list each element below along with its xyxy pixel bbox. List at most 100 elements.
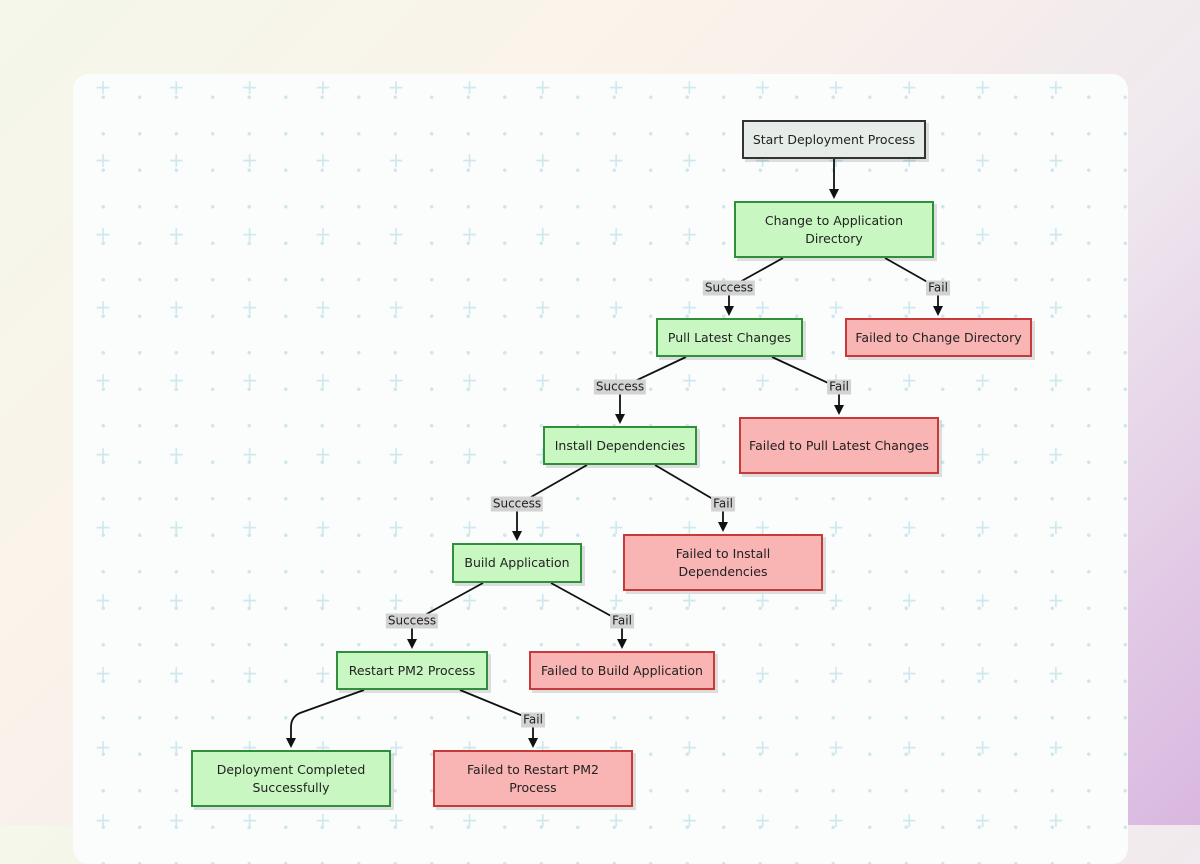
plus-pattern-mark: +: [461, 368, 478, 393]
plus-pattern-mark: +: [681, 514, 698, 539]
edges-layer: [286, 159, 943, 748]
plus-pattern-mark: +: [754, 661, 772, 686]
plus-pattern-mark: +: [461, 148, 478, 173]
plus-pattern-mark: +: [974, 368, 991, 393]
plus-pattern-mark: +: [94, 588, 112, 613]
plus-pattern-mark: +: [94, 661, 112, 686]
plus-pattern-mark: +: [900, 661, 918, 686]
plus-pattern-mark: +: [167, 734, 185, 759]
plus-pattern-mark: +: [534, 368, 552, 393]
plus-pattern-mark: +: [241, 588, 258, 613]
plus-pattern-mark: +: [241, 75, 258, 99]
plus-pattern-mark: +: [387, 734, 405, 759]
plus-pattern-mark: +: [94, 441, 112, 466]
plus-pattern-mark: +: [387, 294, 405, 319]
plus-pattern-mark: +: [534, 221, 552, 246]
node-failed-pull-changes: Failed to Pull Latest Changes: [739, 417, 939, 474]
plus-pattern-mark: +: [167, 588, 185, 613]
edge-label-success: Success: [385, 613, 439, 629]
plus-pattern-mark: +: [241, 661, 258, 686]
edge-restart-success: [286, 689, 365, 748]
plus-pattern-mark: +: [1047, 514, 1065, 539]
plus-pattern-mark: +: [94, 294, 112, 319]
plus-pattern-mark: +: [241, 148, 258, 173]
plus-pattern-mark: +: [607, 75, 625, 99]
plus-pattern-mark: +: [974, 661, 991, 686]
plus-pattern-mark: +: [167, 148, 185, 173]
plus-pattern-mark: +: [607, 221, 625, 246]
plus-pattern-mark: +: [387, 75, 405, 99]
plus-pattern-mark: +: [900, 734, 918, 759]
node-restart-pm2: Restart PM2 Process: [336, 651, 488, 690]
plus-pattern-mark: +: [900, 368, 918, 393]
node-failed-build-application: Failed to Build Application: [529, 651, 715, 690]
plus-pattern-mark: +: [314, 588, 332, 613]
plus-pattern-mark: +: [900, 294, 918, 319]
plus-pattern-mark: +: [387, 221, 405, 246]
node-build-application: Build Application: [452, 543, 582, 583]
plus-pattern-mark: +: [754, 734, 772, 759]
plus-pattern-mark: +: [1047, 441, 1065, 466]
plus-pattern-mark: +: [754, 75, 772, 99]
edge-label-fail: Fail: [926, 280, 950, 296]
plus-pattern-mark: +: [534, 588, 552, 613]
plus-pattern-mark: +: [754, 294, 772, 319]
plus-pattern-mark: +: [167, 75, 185, 99]
edge-label-fail: Fail: [711, 496, 735, 512]
plus-pattern-mark: +: [387, 148, 405, 173]
plus-pattern-mark: +: [681, 588, 698, 613]
plus-pattern-mark: +: [387, 588, 405, 613]
plus-pattern-mark: +: [974, 221, 991, 246]
plus-pattern-mark: +: [900, 588, 918, 613]
plus-pattern-mark: +: [681, 368, 698, 393]
plus-pattern-mark: +: [1047, 148, 1065, 173]
plus-pattern-mark: +: [167, 514, 185, 539]
plus-pattern-mark: +: [754, 368, 772, 393]
plus-pattern-mark: +: [754, 588, 772, 613]
plus-pattern-mark: +: [974, 294, 991, 319]
plus-pattern-mark: +: [241, 441, 258, 466]
plus-pattern-mark: +: [314, 441, 332, 466]
plus-pattern-mark: +: [607, 514, 625, 539]
edge-label-fail: Fail: [827, 379, 851, 395]
plus-pattern-mark: +: [167, 221, 185, 246]
plus-pattern-mark: +: [314, 368, 332, 393]
plus-pattern-mark: +: [387, 368, 405, 393]
plus-pattern-mark: +: [900, 75, 918, 99]
edge-label-success: Success: [490, 496, 544, 512]
plus-pattern-mark: +: [314, 221, 332, 246]
plus-pattern-mark: +: [94, 734, 112, 759]
plus-pattern-mark: +: [607, 294, 625, 319]
plus-pattern-mark: +: [167, 441, 185, 466]
edge-label-success: Success: [593, 379, 647, 395]
plus-pattern-mark: +: [754, 514, 772, 539]
plus-pattern-mark: +: [1047, 368, 1065, 393]
plus-pattern-mark: +: [974, 514, 991, 539]
plus-pattern-mark: +: [1047, 75, 1065, 99]
plus-pattern-mark: +: [1047, 661, 1065, 686]
plus-pattern-mark: +: [241, 294, 258, 319]
plus-pattern-mark: +: [94, 75, 112, 99]
plus-pattern-mark: +: [387, 514, 405, 539]
plus-pattern-mark: +: [461, 441, 478, 466]
plus-pattern-mark: +: [974, 588, 991, 613]
plus-pattern-mark: +: [534, 148, 552, 173]
node-failed-change-directory: Failed to Change Directory: [845, 318, 1032, 357]
plus-pattern-mark: +: [94, 514, 112, 539]
plus-pattern-mark: +: [1047, 734, 1065, 759]
plus-pattern-mark: +: [461, 294, 478, 319]
edge-label-success: Success: [702, 280, 756, 296]
plus-pattern-mark: +: [241, 368, 258, 393]
plus-pattern-mark: +: [827, 661, 845, 686]
plus-pattern-mark: +: [314, 294, 332, 319]
plus-pattern-mark: +: [681, 221, 698, 246]
plus-pattern-mark: +: [681, 148, 698, 173]
plus-pattern-mark: +: [241, 221, 258, 246]
plus-pattern-mark: +: [461, 221, 478, 246]
plus-pattern-mark: +: [314, 148, 332, 173]
plus-pattern-mark: +: [1047, 588, 1065, 613]
node-deployment-completed: Deployment Completed Successfully: [191, 750, 391, 807]
plus-pattern-mark: +: [827, 734, 845, 759]
plus-pattern-mark: +: [94, 148, 112, 173]
plus-pattern-mark: +: [167, 294, 185, 319]
